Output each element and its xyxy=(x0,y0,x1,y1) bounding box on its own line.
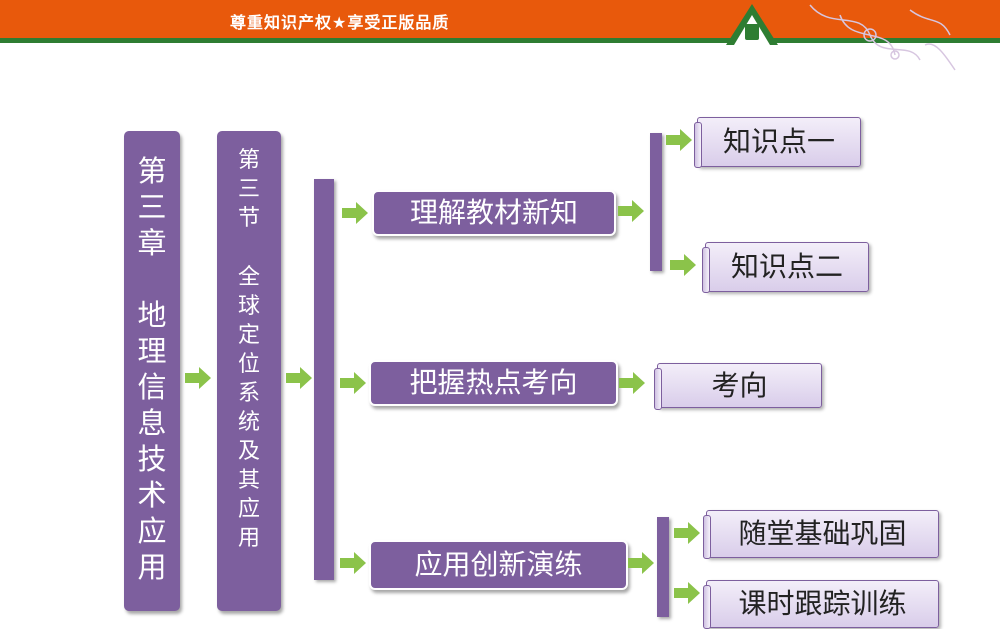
arrow-right-icon xyxy=(286,367,312,389)
practice-connector-bar xyxy=(657,517,669,617)
arrow-right-icon xyxy=(618,200,644,222)
branch-box-understand[interactable]: 理解教材新知 xyxy=(372,190,616,236)
leaf-in-class-practice[interactable]: 随堂基础巩固 xyxy=(703,510,939,560)
leaf-after-class-training[interactable]: 课时跟踪训练 xyxy=(703,580,939,629)
arrow-right-icon xyxy=(619,372,645,394)
arrow-right-icon xyxy=(340,372,366,394)
branch-box-practice[interactable]: 应用创新演练 xyxy=(369,540,628,590)
chapter-number: 第三章 xyxy=(137,154,167,260)
arrow-right-icon xyxy=(185,367,211,389)
leaf-knowledge-point-1[interactable]: 知识点一 xyxy=(694,117,861,169)
section-box: 第三节 全球定位系统及其应用 xyxy=(217,131,281,611)
branch-connector-bar xyxy=(314,179,334,580)
top-banner-stripe xyxy=(0,38,1000,43)
floral-swirl-icon xyxy=(809,4,956,71)
arrow-right-icon xyxy=(340,552,366,574)
leaf-exam-direction[interactable]: 考向 xyxy=(654,363,822,410)
knowledge-connector-bar xyxy=(650,133,662,271)
section-number: 第三节 xyxy=(237,148,260,231)
chapter-box: 第三章 地理信息技术应用 xyxy=(124,131,180,611)
arrow-right-icon xyxy=(670,254,696,276)
house-logo-icon xyxy=(726,4,778,45)
arrow-right-icon xyxy=(674,582,700,604)
arrow-right-icon xyxy=(342,202,368,224)
section-title: 全球定位系统及其应用 xyxy=(237,265,260,551)
arrow-right-icon xyxy=(666,129,692,151)
banner-text: 尊重知识产权★享受正版品质 xyxy=(230,13,450,32)
chapter-title: 地理信息技术应用 xyxy=(137,298,167,584)
arrow-right-icon xyxy=(628,552,654,574)
branch-box-hotspot[interactable]: 把握热点考向 xyxy=(369,360,618,406)
arrow-right-icon xyxy=(674,522,700,544)
leaf-knowledge-point-2[interactable]: 知识点二 xyxy=(702,242,869,294)
